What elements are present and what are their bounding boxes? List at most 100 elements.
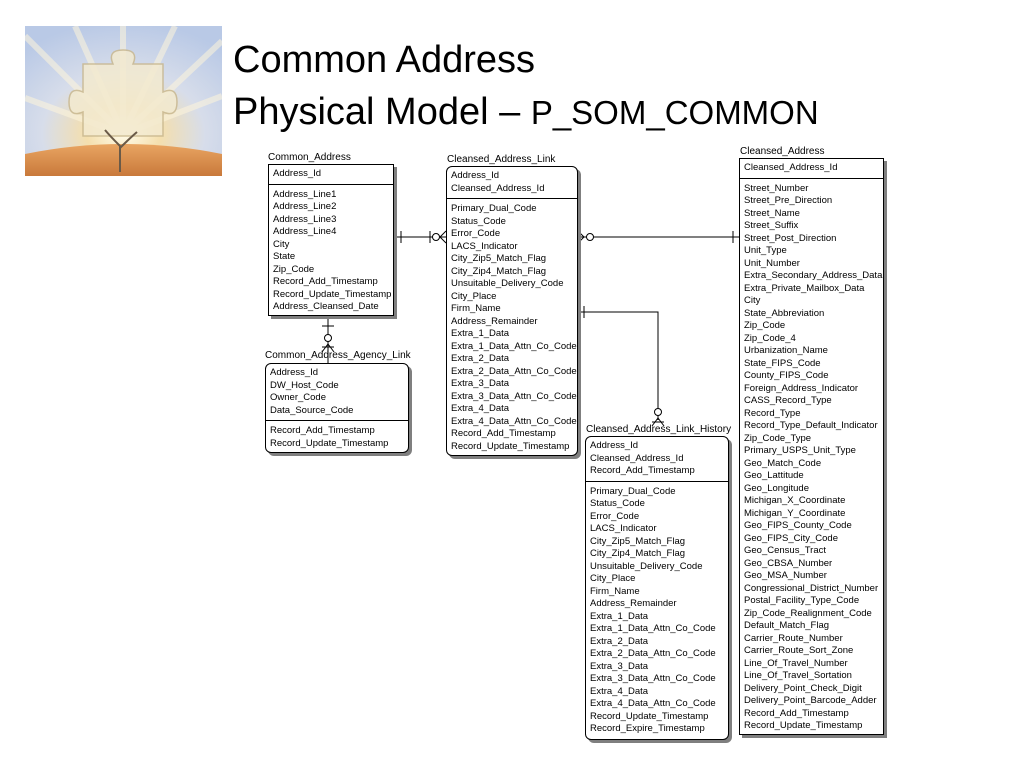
attribute-field: Primary_Dual_Code	[590, 485, 676, 497]
key-field: Owner_Code	[270, 392, 326, 403]
attribute-field: Carrier_Route_Number	[744, 632, 843, 644]
attribute-field: Extra_Private_Mailbox_Data	[744, 282, 865, 294]
attribute-field: Extra_3_Data	[590, 660, 649, 672]
entity-label-cleansed-address-link: Cleansed_Address_Link	[447, 154, 556, 165]
attribute-field: Zip_Code	[744, 320, 786, 331]
attribute-field: Carrier_Route_Sort_Zone	[744, 645, 854, 656]
attribute-field: State_Abbreviation	[744, 307, 825, 319]
attribute-field: Geo_CBSA_Number	[744, 557, 833, 569]
attribute-field: City_Place	[451, 290, 497, 302]
attribute-field: Record_Update_Timestamp	[451, 440, 570, 452]
puzzle-logo-icon	[25, 26, 222, 176]
attribute-field: Extra_2_Data_Attn_Co_Code	[451, 365, 577, 377]
attribute-field: Firm_Name	[590, 585, 640, 597]
attribute-field: Extra_4_Data	[451, 403, 510, 414]
attribute-field: Extra_1_Data	[451, 328, 510, 339]
key-field: DW_Host_Code	[270, 379, 339, 391]
attribute-field: Line_Of_Travel_Sortation	[744, 670, 852, 681]
attribute-field: Delivery_Point_Check_Digit	[744, 682, 862, 694]
attribute-field: Address_Line3	[273, 213, 337, 225]
attribute-field: Address_Remainder	[590, 598, 677, 609]
attribute-field: City	[744, 295, 761, 306]
attribute-field: Zip_Code_4	[744, 332, 796, 344]
attribute-field: Status_Code	[451, 215, 506, 227]
attribute-field: Primary_Dual_Code	[451, 203, 537, 214]
attribute-field: Record_Expire_Timestamp	[590, 723, 705, 734]
attribute-field: State	[273, 251, 296, 262]
key-field: Record_Add_Timestamp	[590, 465, 695, 476]
attribute-field: Record_Add_Timestamp	[451, 428, 556, 439]
attribute-field: Street_Pre_Direction	[744, 195, 833, 206]
page-title-line1: Common Address	[233, 39, 536, 81]
attribute-field: Extra_3_Data_Attn_Co_Code	[451, 390, 577, 402]
entity-label-cleansed-address-link-history: Cleansed_Address_Link_History	[586, 424, 732, 435]
attribute-field: Extra_4_Data_Attn_Co_Code	[451, 415, 577, 427]
attribute-field: Street_Number	[744, 182, 809, 194]
attribute-field: Geo_Census_Tract	[744, 545, 827, 556]
attribute-field: Address_Line2	[273, 201, 337, 212]
attribute-field: Extra_3_Data	[451, 378, 510, 389]
attribute-field: Record_Add_Timestamp	[273, 276, 378, 287]
entity-label-common-address-agency-link: Common_Address_Agency_Link	[265, 350, 411, 361]
attribute-field: Extra_1_Data_Attn_Co_Code	[590, 623, 716, 634]
attribute-field: County_FIPS_Code	[744, 370, 829, 381]
attribute-field: Postal_Facility_Type_Code	[744, 595, 860, 606]
attribute-field: Zip_Code	[273, 263, 315, 275]
entity-label-cleansed-address: Cleansed_Address	[740, 146, 825, 157]
attribute-field: Street_Name	[744, 207, 800, 219]
attribute-field: Record_Add_Timestamp	[270, 425, 375, 436]
page-title-schema: P_SOM_COMMON	[530, 94, 819, 131]
key-field: Cleansed_Address_Id	[590, 452, 684, 464]
key-field: Cleansed_Address_Id	[451, 182, 545, 194]
attribute-field: Primary_USPS_Unit_Type	[744, 445, 856, 456]
attribute-field: Error_Code	[451, 228, 501, 239]
key-field: Data_Source_Code	[270, 404, 354, 416]
page-title-main: Physical Model –	[233, 91, 531, 133]
attribute-field: Extra_2_Data	[590, 635, 649, 647]
attribute-field: Delivery_Point_Barcode_Adder	[744, 695, 877, 706]
attribute-field: Foreign_Address_Indicator	[744, 382, 859, 394]
page-title-line2: Physical Model – P_SOM_COMMON	[233, 90, 819, 135]
attribute-field: Extra_4_Data	[590, 685, 649, 697]
attribute-field: Record_Update_Timestamp	[590, 710, 709, 722]
attribute-field: Address_Remainder	[451, 315, 538, 327]
attribute-field: City_Zip5_Match_Flag	[451, 253, 547, 264]
attribute-field: Michigan_Y_Coordinate	[744, 507, 846, 519]
attribute-field: Geo_Match_Code	[744, 457, 822, 469]
attribute-field: Address_Cleansed_Date	[273, 301, 379, 312]
attribute-field: Extra_3_Data_Attn_Co_Code	[590, 673, 716, 684]
key-field: Cleansed_Address_Id	[744, 162, 838, 173]
attribute-field: Record_Update_Timestamp	[744, 720, 863, 731]
attribute-field: Geo_FIPS_County_Code	[744, 520, 852, 531]
primary-key-section: Address_Id	[269, 165, 393, 185]
attribute-field: Unit_Type	[744, 245, 787, 256]
attribute-field: City_Zip4_Match_Flag	[590, 548, 686, 559]
attribute-field: Default_Match_Flag	[744, 620, 830, 631]
attribute-field: Street_Suffix	[744, 220, 799, 231]
attribute-field: Address_Line4	[273, 226, 337, 237]
key-field: Address_Id	[590, 440, 639, 451]
attribute-field: LACS_Indicator	[590, 523, 657, 534]
relationship-link-history	[578, 311, 659, 420]
attribute-field: Extra_Secondary_Address_Data	[744, 270, 883, 281]
attribute-field: Extra_4_Data_Attn_Co_Code	[590, 698, 716, 709]
attribute-field: Firm_Name	[451, 303, 501, 314]
attribute-field: City	[273, 238, 290, 250]
attribute-field: Michigan_X_Coordinate	[744, 495, 846, 506]
key-field: Address_Id	[270, 367, 319, 378]
attribute-field: Status_Code	[590, 498, 645, 509]
attribute-field: Record_Add_Timestamp	[744, 707, 849, 719]
attribute-field: Record_Update_Timestamp	[273, 288, 392, 300]
attribute-field: Unsuitable_Delivery_Code	[451, 278, 564, 289]
attribute-field: Congressional_District_Number	[744, 582, 879, 594]
